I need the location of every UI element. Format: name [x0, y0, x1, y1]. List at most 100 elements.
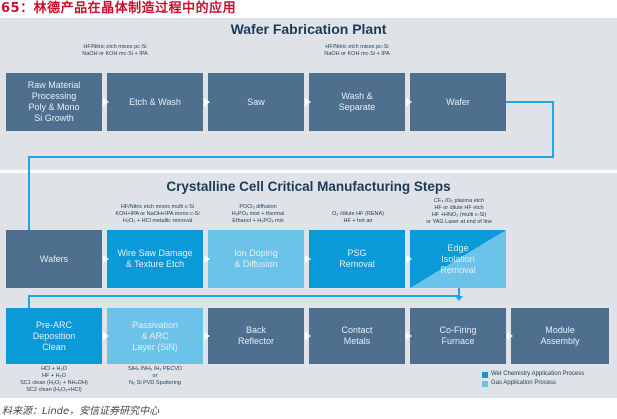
wafer-fabrication-panel	[0, 18, 617, 170]
step-label: Wash &	[341, 91, 373, 101]
step-label: Edge	[447, 242, 469, 253]
note-line: HF/Nitric etch mixes pc-Si	[83, 44, 147, 50]
arrow-right-icon	[305, 255, 311, 263]
arrow-right-icon	[305, 98, 311, 106]
step-label: Etch & Wash	[129, 96, 181, 107]
step-back-reflector: Back Reflector	[208, 308, 304, 364]
step-label: Co-Firing	[439, 325, 477, 335]
note-line: CF₄ /O₂ plasma etch	[433, 198, 485, 204]
legend-label-wet: Wet Chemistry Application Process	[491, 371, 585, 377]
step-label: & Diffusion	[234, 259, 278, 269]
step-label: Poly & Mono	[28, 102, 80, 112]
flow-connector	[552, 101, 554, 158]
step-module-assembly: Module Assembly	[511, 308, 609, 364]
arrow-right-icon	[406, 332, 412, 340]
flow-connector	[28, 295, 30, 308]
step-passivation: Passivation & ARC Layer (SiN)	[107, 308, 203, 364]
flow-connector	[28, 295, 460, 297]
step-label: & Texture Etch	[125, 259, 185, 269]
arrow-right-icon	[204, 255, 210, 263]
step-label: Wafers	[39, 253, 69, 264]
step-label: Reflector	[237, 336, 274, 346]
step-ion-doping: Ion Doping & Diffusion	[208, 230, 304, 288]
arrow-right-icon	[103, 255, 109, 263]
note-line: HF + hot air	[343, 218, 373, 224]
arrow-right-icon	[406, 255, 412, 263]
step-label: Clean	[42, 341, 66, 352]
note-line: HF or dilute HF etch	[434, 205, 484, 211]
step-edge-isolation: Edge Isolation Removal	[410, 230, 506, 288]
flow-connector	[28, 173, 30, 230]
step-label: & ARC	[141, 330, 169, 341]
note-line: H₃PO₄ mist + thermal	[231, 211, 285, 217]
step-label: Furnace	[441, 336, 475, 346]
note-passivation: SiH₄ /NH₃ /H₂ PECVD or N₂ Si PVD Sputter…	[104, 366, 206, 387]
step-label: Layer (SiN)	[132, 341, 178, 352]
note-line: SC2 clean (H₂O₂+HCl)	[26, 387, 82, 393]
flow-connector	[506, 101, 554, 103]
step-label: Isolation	[441, 253, 475, 264]
step-co-firing: Co-Firing Furnace	[410, 308, 506, 364]
note-line: O₂ /dilute HF (RENA)	[332, 211, 384, 217]
note-pre-arc: HCl + H₂O HF + H₂O SC1 clean (H₂O₂ + NH₄…	[2, 366, 106, 394]
note-line: Ethanol + H₃PO₄ mix	[232, 218, 284, 224]
note-line: KOH+IPA or NaOH+IPA mono c-Si	[115, 211, 200, 217]
note-texture-etch: HF/Nitric etch mixes multi c-Si KOH+IPA …	[100, 204, 215, 225]
note-line: HF/Nitric etch mixes multi c-Si	[120, 204, 195, 210]
note-line: HCl + H₂O	[41, 366, 67, 372]
top-panel-title: Wafer Fabrication Plant	[230, 21, 387, 37]
step-label: Separate	[338, 102, 376, 112]
step-label: Processing	[31, 91, 77, 101]
step-label: Metals	[343, 336, 371, 346]
step-label: Wire Saw Damage	[117, 248, 193, 258]
note-line: HF + H₂O	[42, 373, 66, 379]
step-label: Wafer	[446, 96, 470, 107]
step-wafer: Wafer	[410, 73, 506, 131]
note-line: SC1 clean (H₂O₂ + NH₄OH)	[20, 380, 88, 386]
note-line: or	[152, 373, 158, 379]
arrow-right-icon	[204, 98, 210, 106]
step-label: Back	[245, 325, 266, 335]
arrow-right-icon	[103, 332, 109, 340]
step-label: Deposition	[32, 330, 76, 341]
arrow-right-icon	[103, 98, 109, 106]
step-wash-separate: Wash & Separate	[309, 73, 405, 131]
arrow-right-icon	[406, 98, 412, 106]
note-line: HF +HNO₃ (multi c-Si)	[431, 212, 487, 218]
note-psg: O₂ /dilute HF (RENA) HF + hot air	[304, 211, 412, 225]
step-label: Assembly	[540, 336, 580, 346]
note-line: N₂ Si PVD Sputtering	[129, 380, 181, 386]
step-psg-removal: PSG Removal	[309, 230, 405, 288]
note-line: NaOH or KOH mc-Si + IPA	[324, 51, 390, 57]
step-etch-wash: Etch & Wash	[107, 73, 203, 131]
step-label: PSG	[347, 248, 367, 258]
step-label: Si Growth	[34, 113, 74, 123]
figure-title: 65：林德产品在晶体制造过程中的应用	[1, 1, 237, 16]
arrow-down-icon	[455, 296, 463, 301]
top-note-wash: HF/Nitric etch mixes pc-Si NaOH or KOH m…	[297, 44, 417, 58]
flow-connector	[28, 156, 554, 158]
note-line: POCl₃ diffusion	[239, 204, 277, 210]
step-label: Saw	[247, 96, 265, 107]
step-label: Removal	[339, 259, 375, 269]
step-label: Pre-ARC	[35, 319, 72, 330]
note-line: SiH₄ /NH₃ /H₂ PECVD	[128, 366, 182, 372]
step-label: Ion Doping	[234, 248, 278, 258]
step-label: Passivation	[131, 319, 179, 330]
note-diffusion: POCl₃ diffusion H₃PO₄ mist + thermal Eth…	[203, 204, 313, 225]
legend-label-gas: Gas Application Process	[491, 380, 557, 386]
step-texture-etch: Wire Saw Damage & Texture Etch	[107, 230, 203, 288]
step-contact-metals: Contact Metals	[309, 308, 405, 364]
step-label: Contact	[341, 325, 373, 335]
flow-connector	[458, 288, 460, 296]
note-line: HF/Nitric etch mixes pc-Si	[325, 44, 389, 50]
source-note: 料来源：Linde，安信证券研究中心	[2, 406, 160, 417]
step-saw: Saw	[208, 73, 304, 131]
note-line: or YAG Laser at end of line	[426, 219, 492, 225]
step-raw-material: Raw Material Processing Poly & Mono Si G…	[6, 73, 102, 131]
step-pre-arc-clean: Pre-ARC Deposition Clean	[6, 308, 102, 364]
arrow-right-icon	[507, 332, 513, 340]
arrow-right-icon	[204, 332, 210, 340]
note-line: NaOH or KOH mc-Si + IPA	[82, 51, 148, 57]
top-note-etch: HF/Nitric etch mixes pc-Si NaOH or KOH m…	[55, 44, 175, 58]
